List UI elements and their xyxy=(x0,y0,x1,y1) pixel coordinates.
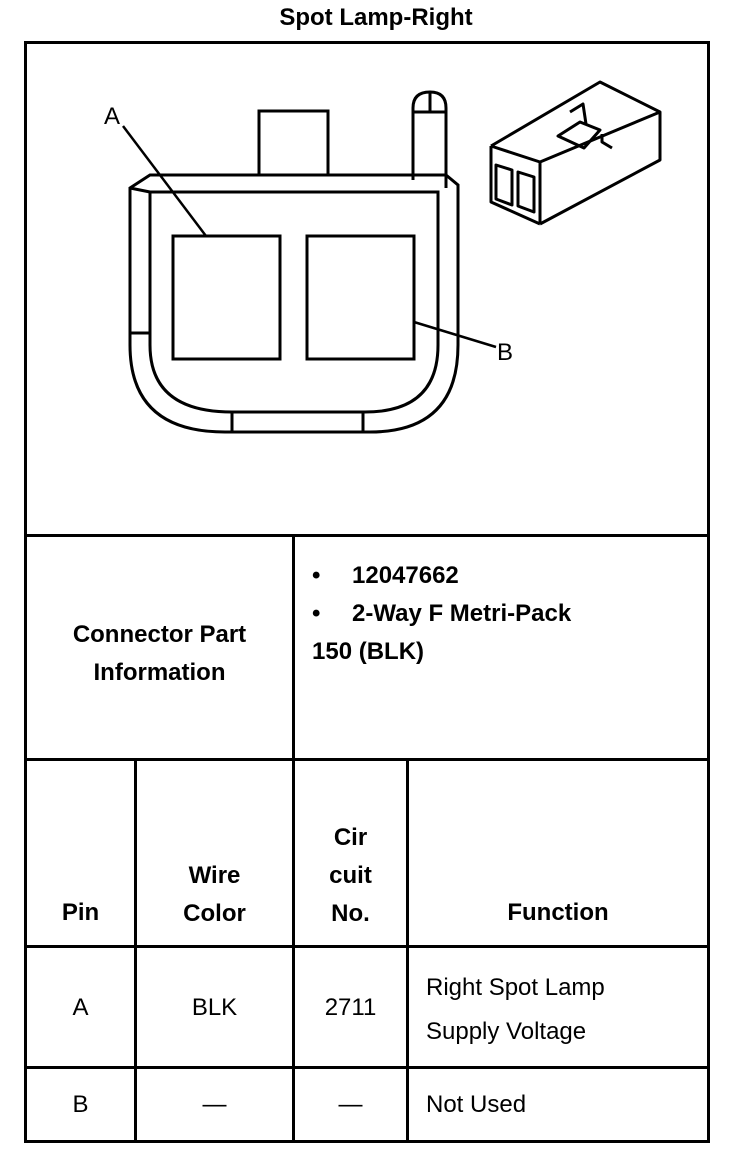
header-wire-color-line2: Color xyxy=(183,900,246,927)
header-circuit: Cir cuit No. xyxy=(295,819,406,933)
connector-table-frame xyxy=(24,41,710,1143)
row-a-pin: A xyxy=(72,994,89,1021)
header-circuit-line2: cuit xyxy=(329,862,372,889)
page-title: Spot Lamp-Right xyxy=(279,4,473,31)
connector-body-outer xyxy=(128,173,460,434)
header-wire-color-line1: Wire xyxy=(188,862,241,889)
row-a-circuit: 2711 xyxy=(324,994,377,1021)
header-pin: Pin xyxy=(61,899,100,926)
divider-col-wire xyxy=(292,758,295,1143)
part-number: 12047662 xyxy=(352,562,459,589)
cavity-a xyxy=(171,234,282,361)
header-circuit-line1: Cir xyxy=(333,824,368,851)
part-number-item: • 12047662 xyxy=(312,557,702,595)
connector-diagram: A B xyxy=(104,80,662,434)
leader-b xyxy=(413,320,497,349)
divider-diagram-bottom xyxy=(24,534,710,537)
row-a-function: Right Spot Lamp Supply Voltage xyxy=(426,966,706,1054)
divider-partinfo-col xyxy=(292,534,295,761)
bullet: • xyxy=(312,600,321,627)
leader-a xyxy=(122,125,207,237)
row-b-pin: B xyxy=(72,1091,89,1118)
pin-label-b: B xyxy=(497,339,513,366)
connector-lock-tab xyxy=(257,109,330,176)
part-description-line1: 2-Way F Metri-Pack xyxy=(352,600,572,627)
connector-body-inner xyxy=(148,190,440,414)
bullet: • xyxy=(312,562,321,589)
part-description-line2: 150 (BLK) xyxy=(312,638,425,665)
divider-row-a-bottom xyxy=(24,1066,710,1069)
row-b-wire-color: — xyxy=(202,1091,227,1118)
header-wire-color: Wire Color xyxy=(137,857,292,933)
divider-col-circuit xyxy=(406,758,409,1143)
row-b-circuit: — xyxy=(338,1091,363,1118)
divider-header-bottom xyxy=(24,945,710,948)
pin-label-a: A xyxy=(104,103,120,130)
row-b-function: Not Used xyxy=(426,1091,527,1118)
divider-col-pin xyxy=(134,758,137,1143)
part-description-item: • 2-Way F Metri-Pack xyxy=(312,595,702,633)
part-info-label: Connector Part Information xyxy=(27,616,292,692)
row-a-function-line1: Right Spot Lamp xyxy=(426,974,605,1001)
header-function: Function xyxy=(507,899,609,926)
header-circuit-line3: No. xyxy=(331,900,370,927)
row-a-function-line2: Supply Voltage xyxy=(426,1018,587,1045)
part-info-label-line1: Connector Part xyxy=(72,621,247,648)
part-info-label-line2: Information xyxy=(93,659,226,686)
divider-partinfo-bottom xyxy=(24,758,710,761)
connector-perspective-view xyxy=(489,80,662,226)
part-info-values: • 12047662 • 2-Way F Metri-Pack 150 (BLK) xyxy=(312,557,702,671)
row-a-wire-color: BLK xyxy=(191,994,238,1021)
cavity-b xyxy=(305,234,416,361)
